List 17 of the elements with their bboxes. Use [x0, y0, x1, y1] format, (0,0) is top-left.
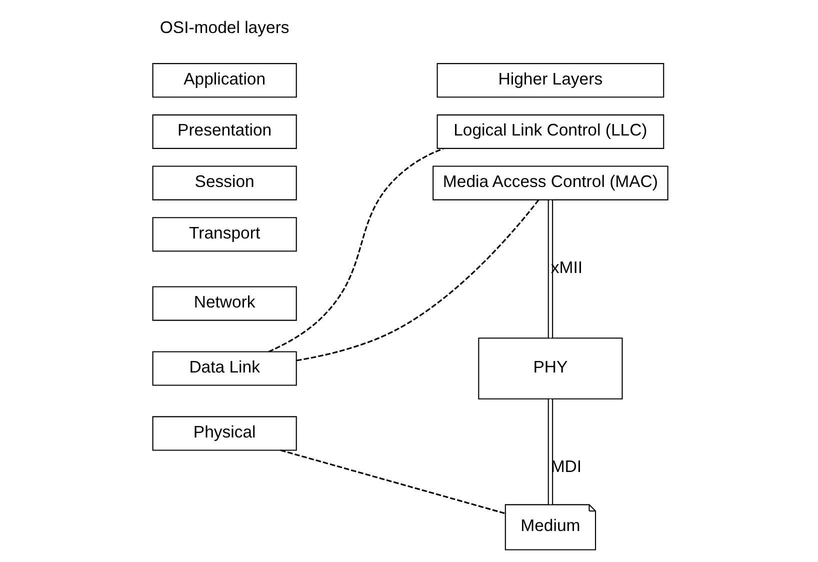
connector — [548, 200, 554, 338]
node-box: Media Access Control (MAC) — [432, 166, 668, 200]
node-box: Application — [152, 63, 297, 98]
connector — [296, 200, 540, 362]
node-box: Transport — [152, 217, 297, 252]
connector — [268, 148, 444, 352]
node-box: PHY — [478, 338, 623, 400]
node-box: Presentation — [152, 114, 297, 149]
node-box: Physical — [152, 416, 297, 451]
connector — [280, 450, 506, 514]
node-box: Data Link — [152, 351, 297, 386]
label: OSI-model layers — [160, 18, 290, 37]
node-box: Higher Layers — [436, 63, 664, 98]
connector — [548, 399, 554, 504]
node-box: Network — [152, 286, 297, 321]
node-box: Logical Link Control (LLC) — [436, 114, 664, 149]
node-box: Session — [152, 166, 297, 200]
